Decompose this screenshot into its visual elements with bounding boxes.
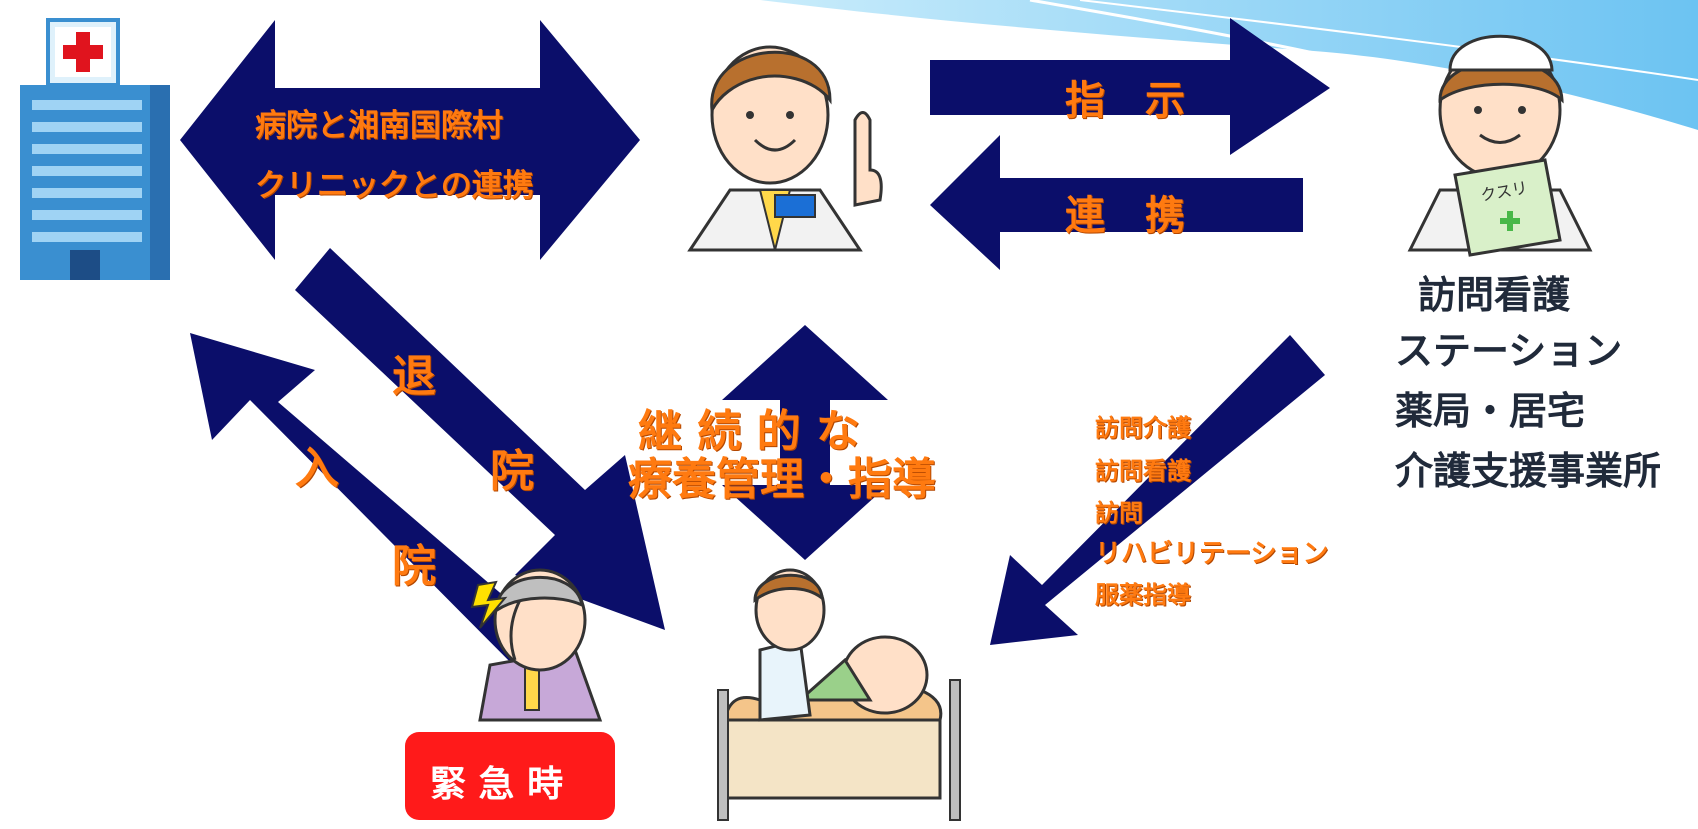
- nurse-illustration: [1407, 34, 1593, 257]
- bedside-care-illustration: [717, 568, 961, 821]
- doctor-illustration: [687, 45, 883, 252]
- cooperation-label: 連 携: [1065, 193, 1185, 239]
- arrow-admission: [190, 333, 555, 672]
- station-label-line2: ステーション: [1395, 329, 1623, 373]
- home-services-label-2: 訪問看護: [1095, 457, 1191, 485]
- home-services-label-5: 服薬指導: [1095, 581, 1191, 609]
- arrow-discharge: [295, 248, 665, 630]
- home-services-label-3: 訪問: [1095, 499, 1143, 527]
- discharge-label-bottom: 院: [490, 446, 534, 497]
- station-label-line3: 薬局・居宅: [1395, 389, 1586, 433]
- elderly-patient-illustration: [470, 568, 603, 722]
- instruction-label: 指 示: [1065, 78, 1185, 124]
- admission-label-bottom: 院: [392, 541, 436, 592]
- arrow-continuous-care: [722, 325, 888, 560]
- continuous-care-label-line2: 療養管理・指導: [628, 454, 936, 505]
- station-label-line1: 訪問看護: [1418, 273, 1571, 317]
- hospital-clinic-label-line1: 病院と湘南国際村: [255, 108, 503, 144]
- station-label-line4: 介護支援事業所: [1395, 449, 1662, 493]
- hospital-clinic-label-line2: クリニックとの連携: [255, 168, 534, 204]
- emergency-badge: [405, 732, 615, 820]
- hospital-icon: [20, 18, 170, 280]
- emergency-label: 緊 急 時: [430, 764, 564, 805]
- arrow-hospital-doctor: [180, 20, 640, 260]
- arrow-home-services: [990, 335, 1325, 645]
- arrow-cooperation: [930, 135, 1303, 270]
- home-services-label-4: リハビリテーション: [1095, 539, 1329, 569]
- home-services-label-1: 訪問介護: [1095, 414, 1191, 442]
- admission-label-top: 入: [295, 443, 339, 494]
- decorative-swoosh: [760, 0, 1698, 162]
- continuous-care-label-line1: 継 続 的 な: [638, 406, 860, 457]
- arrow-instruction: [930, 18, 1330, 155]
- discharge-label-top: 退: [392, 351, 436, 402]
